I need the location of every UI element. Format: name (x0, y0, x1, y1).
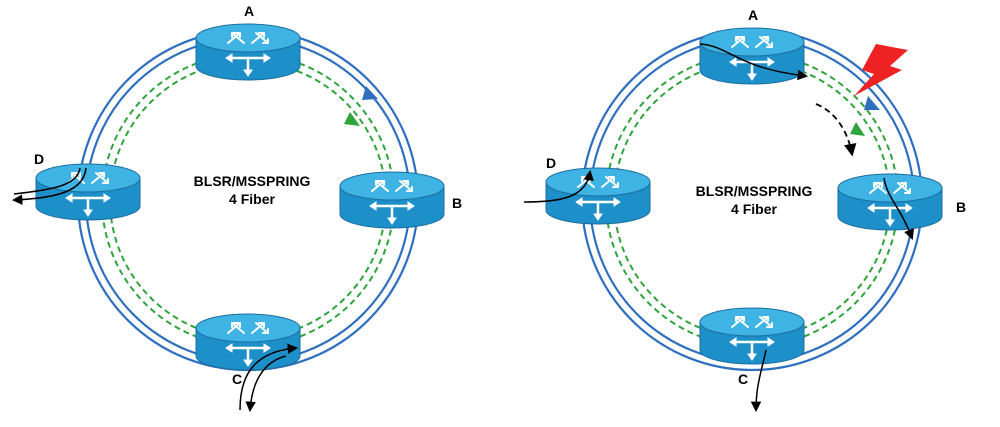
traffic-path (11, 167, 299, 413)
router-icon (836, 172, 944, 232)
diagram-subtitle: 4 Fiber (731, 201, 777, 217)
diagram-title: BLSR/MSSPRING (194, 173, 311, 189)
router-icon (34, 162, 142, 222)
router-node-a (194, 22, 302, 82)
router-icon (194, 22, 302, 82)
diagram-subtitle: 4 Fiber (229, 191, 275, 207)
router-node-a (698, 26, 806, 86)
router-icon (338, 170, 446, 230)
direction-arrow-icon (850, 96, 880, 136)
router-icon (544, 166, 652, 226)
direction-arrow-icon (344, 86, 378, 126)
node-label-d: D (34, 151, 44, 167)
node-label-d: D (546, 155, 556, 171)
node-label-a: A (244, 3, 254, 19)
router-node-d (34, 162, 142, 222)
diagram-normal: A B C D BLSR/MSSPRING 4 Fiber (11, 3, 462, 413)
router-node-b (338, 170, 446, 230)
node-label-a: A (748, 7, 758, 23)
router-icon (698, 306, 806, 366)
router-node-c (194, 312, 302, 372)
diagram-title: BLSR/MSSPRING (696, 183, 813, 199)
node-label-b: B (956, 199, 966, 215)
traffic-path (523, 43, 914, 413)
router-node-c (698, 306, 806, 366)
router-icon (698, 26, 806, 86)
node-label-c: C (232, 371, 242, 387)
diagram-failure: A B C D BLSR/MSSPRING 4 Fiber (523, 7, 966, 413)
rerouted-traffic-path (815, 103, 857, 157)
node-label-c: C (738, 371, 748, 387)
node-label-b: B (452, 195, 462, 211)
lightning-fault-icon (854, 44, 908, 96)
router-node-d (544, 166, 652, 226)
router-node-b (836, 172, 944, 232)
router-icon (194, 312, 302, 372)
